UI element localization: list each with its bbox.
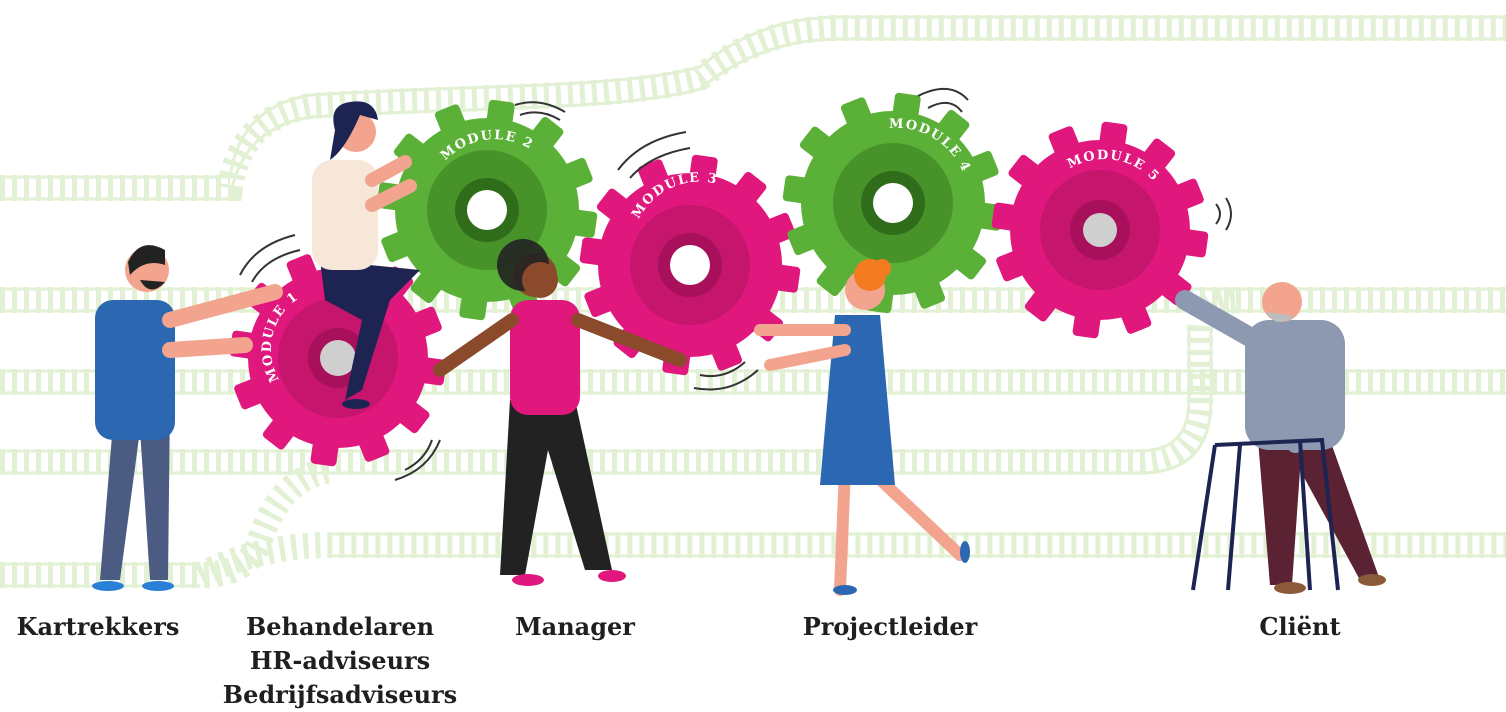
track-5 bbox=[0, 457, 1506, 588]
role-projectleider: Projectleider bbox=[802, 612, 978, 641]
role-kartrekkers: Kartrekkers bbox=[16, 612, 180, 641]
track-top bbox=[0, 15, 1506, 201]
role-client: Cliënt bbox=[1259, 612, 1341, 641]
role-behandelaren: Behandelaren bbox=[245, 612, 435, 641]
person-manager bbox=[433, 239, 687, 586]
person-client bbox=[1175, 282, 1386, 594]
walker bbox=[1191, 437, 1340, 591]
role-group-behandelaren: Behandelaren HR-adviseurs Bedrijfsadvise… bbox=[215, 610, 465, 712]
role-hr-adviseurs: HR-adviseurs bbox=[249, 646, 431, 675]
role-bedrijfsadviseurs: Bedrijfsadviseurs bbox=[222, 680, 458, 709]
gear-module-5 bbox=[991, 121, 1209, 339]
track-4 bbox=[0, 287, 1241, 475]
role-manager: Manager bbox=[515, 612, 635, 641]
motion-lines bbox=[239, 88, 1232, 481]
person-projectleider bbox=[754, 259, 970, 596]
person-behandelaar bbox=[312, 101, 420, 409]
person-kartrekker bbox=[92, 245, 283, 591]
gear-module-3 bbox=[579, 154, 801, 376]
